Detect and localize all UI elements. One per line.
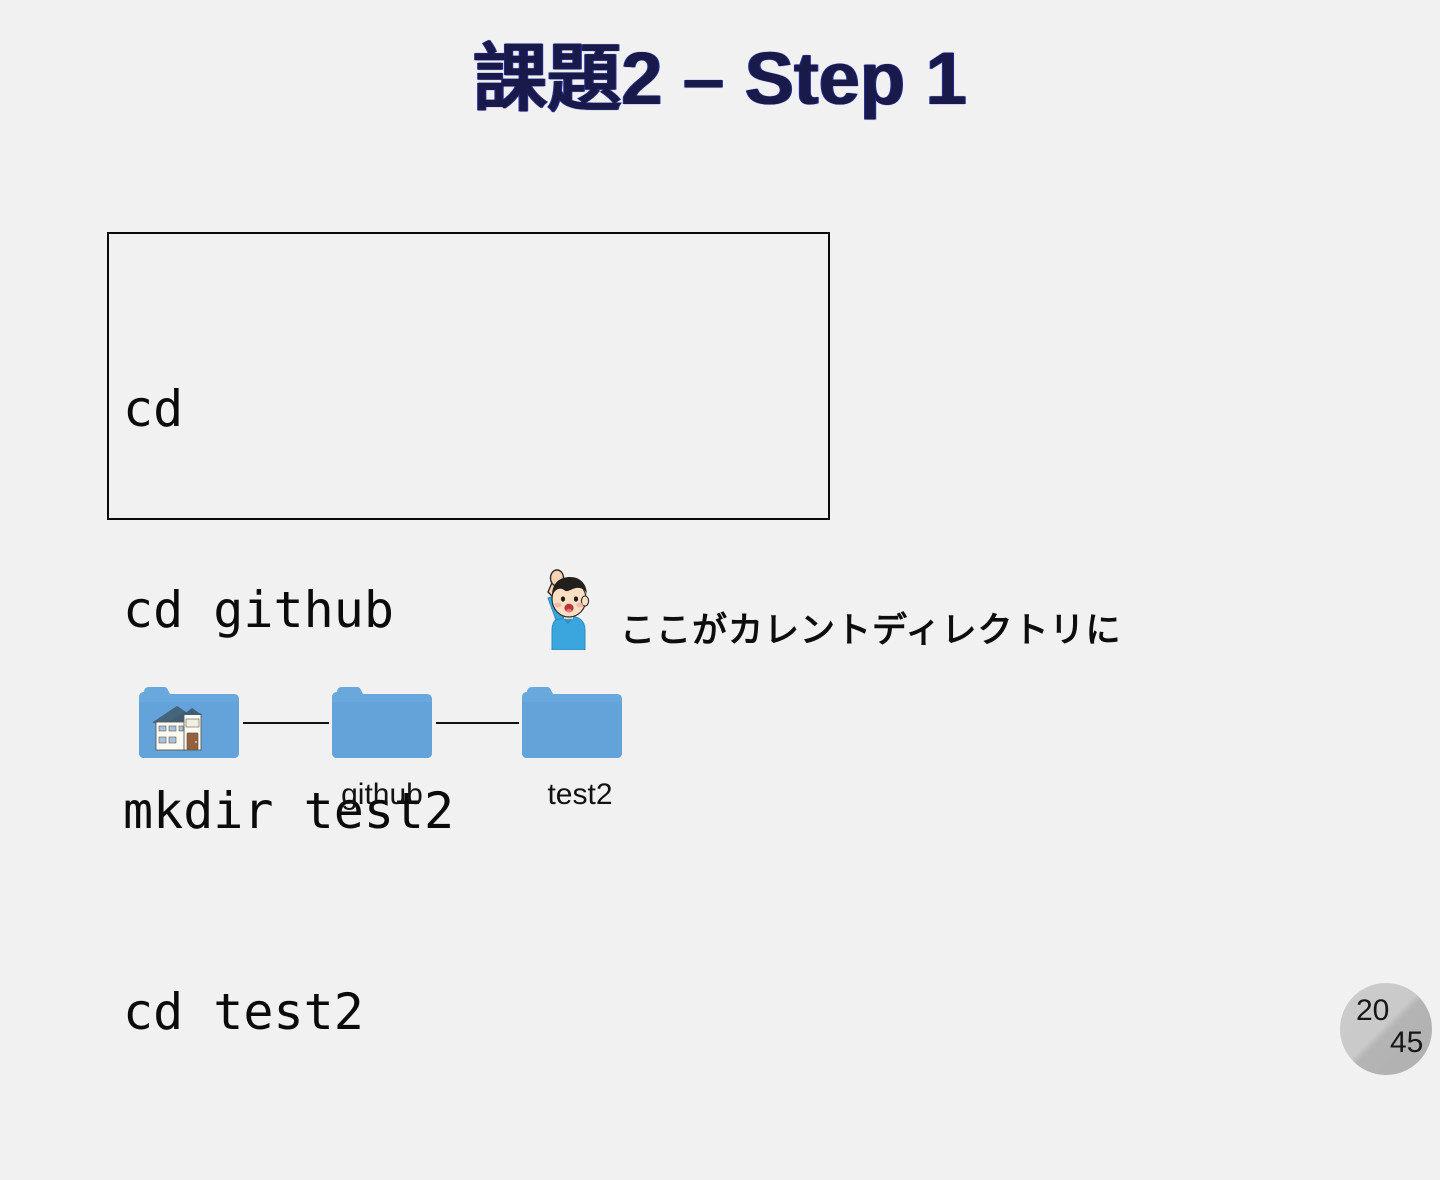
tree-connector [436, 722, 519, 724]
code-line: mkdir test2 [123, 782, 455, 840]
folder-icon-test2 [518, 680, 626, 764]
person-raising-hand-icon [534, 568, 598, 651]
page-total: 45 [1390, 1026, 1424, 1059]
page-title: 課題2 – Step 1 [473, 37, 967, 120]
folder-label-github: github [341, 778, 423, 811]
annotation-label: ここがカレントディレクトリに [620, 611, 1122, 651]
directory-tree: github test2 [135, 680, 626, 811]
page-indicator: 20 45 [1340, 983, 1432, 1075]
code-line: cd [123, 380, 184, 438]
tree-connector [243, 722, 329, 724]
slide-canvas: 課題2 – Step 1 cd cd github mkdir test2 cd… [107, 37, 1432, 1075]
page-current: 20 [1356, 994, 1390, 1027]
code-block: cd cd github mkdir test2 cd test2 [107, 232, 830, 1041]
home-folder-icon [135, 680, 243, 764]
code-line: cd github [123, 581, 394, 639]
code-lines: cd cd github mkdir test2 cd test2 [123, 242, 454, 1180]
folder-label-test2: test2 [547, 778, 613, 811]
code-line: cd test2 [123, 983, 364, 1041]
folder-icon-github [328, 680, 436, 764]
